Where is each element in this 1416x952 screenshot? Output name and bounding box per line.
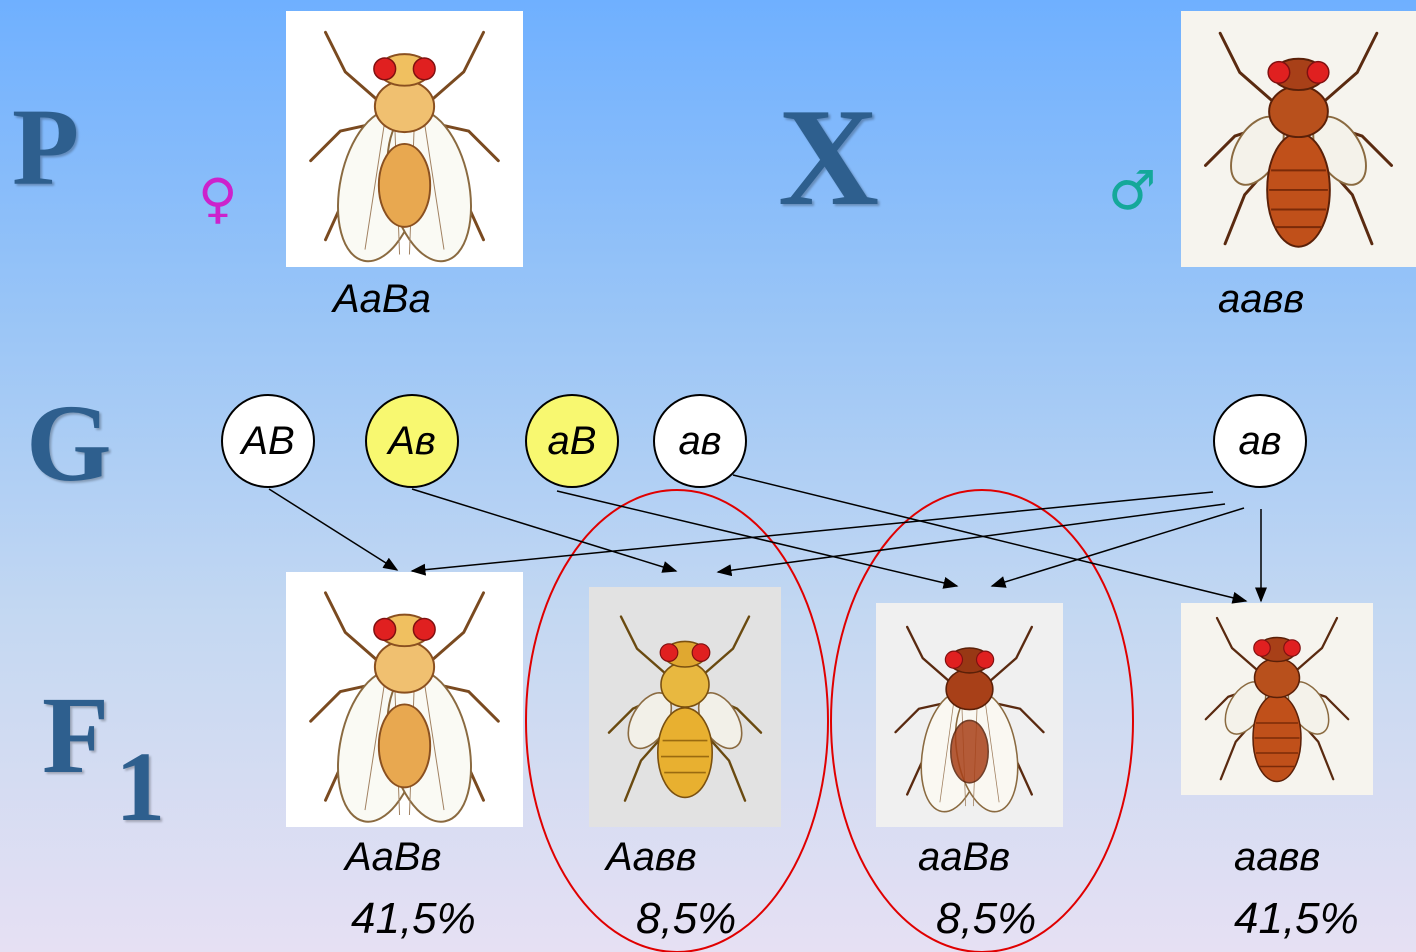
gamete-ab-recessive-female: aв [653,394,747,488]
generation-f-label: F1 [42,680,165,837]
male-symbol: ♂ [1108,159,1157,222]
male-parent-genotype: aaвв [1218,277,1305,321]
arrow-gamete-ab-split-to-offspring-2 [411,488,678,573]
fly-grey-long-wings-icon [309,591,500,827]
arrow-gamete-ab-split-to-offspring-3 [556,490,959,589]
generation-g-label: G [26,382,112,504]
cross-symbol: X [778,80,880,235]
offspring-3-genotype: aaBв [918,835,1011,879]
gamete-a-recessive-b-dominant: aB [525,394,619,488]
offspring-4-fly-image [1181,603,1373,795]
female-symbol: ♀ [198,167,238,230]
offspring-4-percent: 41,5% [1234,894,1359,943]
fly-dark-short-wings-icon [1204,31,1393,249]
fly-grey-vestigial-wings-icon [309,30,500,267]
offspring-2-percent: 8,5% [636,894,737,943]
generation-p-label: P [12,86,80,208]
gamete-ab-recessive-male: aв [1213,394,1307,488]
arrow-gamete-ab-to-offspring-1 [268,488,399,571]
offspring-1-fly-image [286,572,523,827]
arrow-gamete-ab-recessive-to-offspring-4 [732,474,1248,604]
offspring-2-fly-image [589,587,781,827]
offspring-1-genotype: AaBв [345,835,442,879]
female-parent-genotype: AaBa [333,277,431,321]
arrow-male-gamete-to-offspring-3 [990,507,1245,588]
fly-dark-short-wings-icon [1204,616,1350,783]
offspring-3-percent: 8,5% [936,894,1037,943]
offspring-1-percent: 41,5% [351,894,476,943]
arrow-male-gamete-to-offspring-1 [410,491,1214,576]
generation-f-subscript: 1 [115,731,166,842]
gamete-ab-dominant: AB [221,394,315,488]
gamete-a-dominant-b-recessive: Aв [365,394,459,488]
generation-f-letter: F [42,674,110,796]
fly-yellow-short-wings-icon [607,615,763,802]
offspring-2-genotype: Aaвв [606,835,697,879]
offspring-3-fly-image [876,603,1063,827]
offspring-4-genotype: aaвв [1234,835,1321,879]
female-parent-fly-image [286,11,523,267]
male-parent-fly-image [1181,11,1416,267]
arrow-male-gamete-to-offspring-2 [716,503,1226,577]
fly-dark-long-wings-icon [894,625,1045,818]
